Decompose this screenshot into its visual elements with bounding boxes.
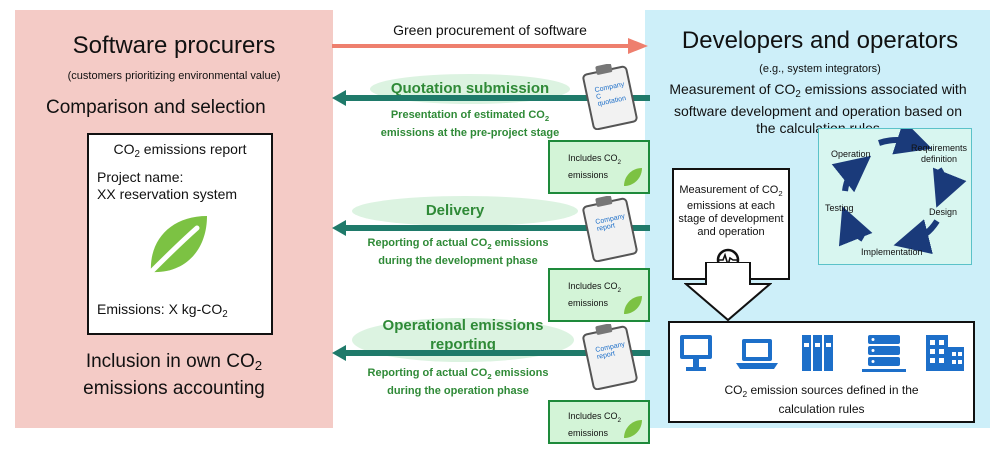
- procurement-arrow: [332, 38, 648, 54]
- developers-title: Developers and operators: [681, 27, 959, 54]
- cycle-operation: Operation: [831, 149, 871, 159]
- cycle-design: Design: [929, 207, 958, 217]
- delivery-arrow: [332, 220, 650, 236]
- clipboard-icon: Company report: [582, 324, 638, 390]
- ops-arrow: [332, 345, 650, 361]
- laptop-icon: [736, 339, 778, 369]
- sources-label: CO2 emission sources defined in the calc…: [724, 383, 919, 416]
- quotation-title: Quotation submission: [390, 80, 550, 97]
- comparison-label: Comparison and selection: [46, 97, 266, 118]
- green-procurement-label: Green procurement of software: [393, 22, 587, 38]
- quotation-description: Presentation of estimated CO2 emissions …: [380, 109, 560, 139]
- cycle-testing: Testing: [825, 203, 854, 213]
- delivery-ellipse: [352, 196, 578, 226]
- cycle-implementation: Implementation: [861, 247, 923, 257]
- project-label: Project name:: [97, 169, 184, 185]
- co2-report-card: CO2 emissions report Project name: XX re…: [87, 133, 273, 335]
- delivery-description: Reporting of actual CO2 emissions during…: [367, 237, 549, 267]
- down-arrow-icon: [684, 262, 772, 322]
- quotation-arrow: [332, 90, 650, 106]
- monitor-icon: [680, 335, 712, 371]
- ops-title: Operational emissions reporting: [382, 317, 544, 353]
- leaf-icon: [148, 216, 207, 275]
- leaf-icon: [624, 296, 642, 314]
- leaf-icon: [624, 420, 642, 438]
- procurers-title: Software procurers: [72, 32, 276, 59]
- emissions-value: Emissions: X kg-CO2: [97, 301, 228, 320]
- clipboard-icon: Company C quotation: [582, 64, 638, 130]
- clipboard-icon: Company report: [582, 196, 638, 262]
- delivery-title: Delivery: [425, 202, 485, 219]
- developers-subtitle: (e.g., system integrators): [759, 63, 881, 75]
- server-icon: [862, 335, 906, 372]
- inclusion-text: Inclusion in own CO2 emissions accountin…: [83, 351, 265, 399]
- binders-icon: [802, 335, 833, 371]
- dev-cycle-diagram: Operation Requirements definition Design…: [818, 128, 972, 265]
- cycle-arrow-icon: [831, 129, 967, 255]
- report-title: CO2 emissions report: [113, 141, 247, 160]
- ops-description: Reporting of actual CO2 emissions during…: [367, 367, 549, 397]
- building-icon: [926, 335, 964, 371]
- leaf-icon: [624, 168, 642, 186]
- cycle-requirements: Requirements definition: [910, 143, 968, 164]
- procurers-subtitle: (customers prioritizing environmental va…: [67, 70, 281, 82]
- project-value: XX reservation system: [97, 186, 238, 202]
- emission-sources-box: CO2 emission sources defined in the calc…: [668, 321, 975, 423]
